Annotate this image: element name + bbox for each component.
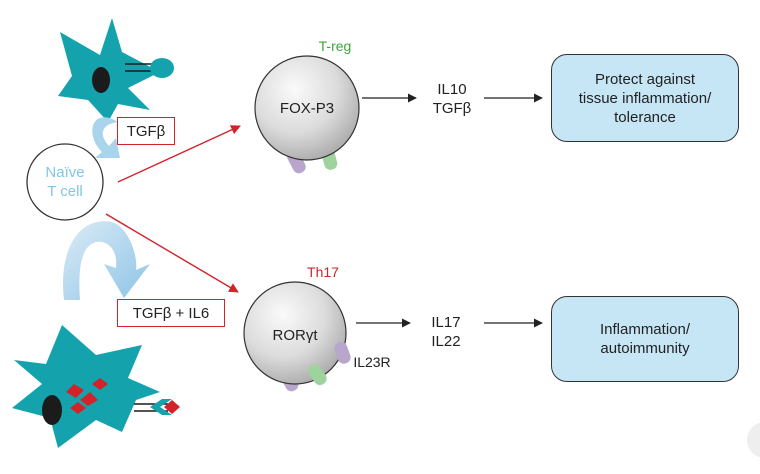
naive-t-cell	[26, 143, 104, 221]
th17-cytokine-1: IL17	[431, 314, 461, 331]
treg-outcome-text: Protect against tissue inflammation/ tol…	[578, 70, 712, 126]
curved-arrow-large	[63, 221, 150, 300]
receptor-knob-top	[150, 58, 174, 78]
nucleus-top	[92, 67, 110, 93]
th17-outcome-box: Inflammation/ autoimmunity	[551, 296, 739, 382]
treg-cytokine-2: TGFβ	[432, 100, 472, 117]
il6-diamond	[164, 400, 180, 414]
th17-signal-label: TGFβ + IL6	[132, 304, 210, 322]
th17-cytokine-2: IL22	[431, 333, 461, 350]
treg-signal-box: TGFβ	[117, 117, 175, 145]
treg-factor: FOX-P3	[279, 100, 335, 117]
curved-arrow-small	[92, 117, 120, 158]
red-arrow-to-th17	[105, 213, 239, 293]
treg-name: T-reg	[318, 38, 352, 54]
th17-cytokines: IL17 IL22	[416, 313, 476, 351]
nucleus-bottom	[42, 395, 62, 425]
th17-receptor: IL23R	[353, 354, 391, 370]
th17-outcome-text: Inflammation/ autoimmunity	[599, 321, 691, 357]
naive-label: Naïve T cell	[30, 163, 100, 201]
th17-name: Th17	[307, 264, 339, 280]
treg-cell	[254, 55, 360, 174]
dendritic-cell-bottom	[12, 325, 180, 448]
treg-signal-label: TGFβ	[126, 122, 166, 140]
th17-signal-box: TGFβ + IL6	[117, 299, 225, 327]
th17-factor: RORγt	[272, 327, 318, 344]
naive-label-line2: T cell	[47, 183, 83, 200]
th17-cell	[243, 281, 351, 392]
red-arrow-to-treg	[117, 125, 241, 183]
treg-cytokines: IL10 TGFβ	[422, 80, 482, 118]
receptor-notch-bottom	[150, 399, 172, 415]
dendritic-cell-top	[58, 18, 174, 122]
treg-cytokine-1: IL10	[437, 81, 467, 98]
naive-label-line1: Naïve	[45, 164, 85, 181]
treg-outcome-box: Protect against tissue inflammation/ tol…	[551, 54, 739, 142]
